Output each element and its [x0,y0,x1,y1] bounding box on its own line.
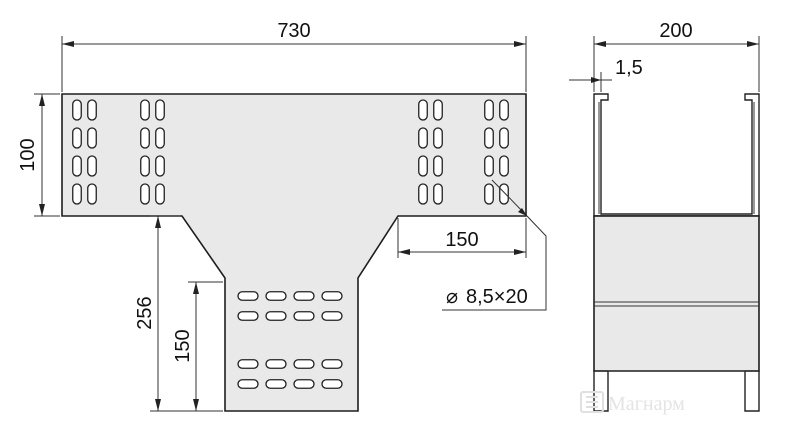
vertical-slot [140,183,150,205]
vertical-slot [499,127,509,149]
vertical-slot [484,183,494,205]
vertical-slot [140,99,150,121]
dimension-total-width: 730 [61,20,527,92]
horizontal-slot [321,359,343,369]
channel-profile [593,93,760,217]
side-view [593,93,760,412]
vertical-slot [87,155,97,177]
dimension-wall-thickness: 1,5 [569,57,643,92]
vertical-slot [484,155,494,177]
vertical-slot [87,183,97,205]
watermark-text: Магнарм [608,393,685,415]
dimension-branch-length: 256 [134,215,223,412]
vertical-slot [155,127,165,149]
horizontal-slot [237,311,259,321]
vertical-slot [72,183,82,205]
vertical-slot [87,127,97,149]
horizontal-slot [293,291,315,301]
horizontal-slot [237,359,259,369]
hole-size-label: 8,5×20 [466,286,528,308]
vertical-slot [72,99,82,121]
vertical-slot [72,127,82,149]
vertical-slot [433,155,443,177]
vertical-slot [433,127,443,149]
horizontal-slot [321,379,343,389]
horizontal-slot [265,311,287,321]
vertical-slot [484,127,494,149]
vertical-slot [433,99,443,121]
tee-body-outline [61,93,527,412]
horizontal-slot [293,379,315,389]
vertical-slot [418,127,428,149]
vertical-slot [418,99,428,121]
vertical-slot [433,183,443,205]
vertical-slot [72,155,82,177]
dimension-offset: 150 [397,218,527,258]
vertical-slot [155,183,165,205]
horizontal-slot [265,291,287,301]
vertical-slot [155,99,165,121]
dimension-side-width: 200 [593,20,760,92]
watermark: Магнарм [580,391,685,415]
horizontal-slot [237,291,259,301]
dimension-label-150-branch: 150 [172,329,194,362]
vertical-slot [499,183,509,205]
vertical-slot [418,183,428,205]
vertical-slot [499,155,509,177]
horizontal-slot [293,359,315,369]
vertical-slot [140,127,150,149]
vertical-slot [418,155,428,177]
vertical-slot [140,155,150,177]
horizontal-slot [321,291,343,301]
dimension-label-150-offset: 150 [445,229,478,251]
vertical-slot [499,99,509,121]
perforation-slots [72,99,509,389]
vertical-slot [484,99,494,121]
dimension-label-100: 100 [17,138,39,171]
dimension-label-1-5: 1,5 [615,57,643,79]
horizontal-slot [237,379,259,389]
hole-diameter-symbol: ⌀ [446,286,458,308]
horizontal-slot [265,359,287,369]
vertical-slot [155,155,165,177]
side-body [593,215,760,372]
horizontal-slot [265,379,287,389]
dimension-label-730: 730 [277,20,310,42]
hole-callout: ⌀ 8,5×20 [442,179,547,311]
dimension-height: 100 [17,93,60,217]
horizontal-slot [293,311,315,321]
dimension-branch-width: 150 [172,281,223,411]
vertical-slot [87,99,97,121]
dimension-label-200: 200 [659,20,692,42]
dimension-label-256: 256 [134,296,156,329]
horizontal-slot [321,311,343,321]
